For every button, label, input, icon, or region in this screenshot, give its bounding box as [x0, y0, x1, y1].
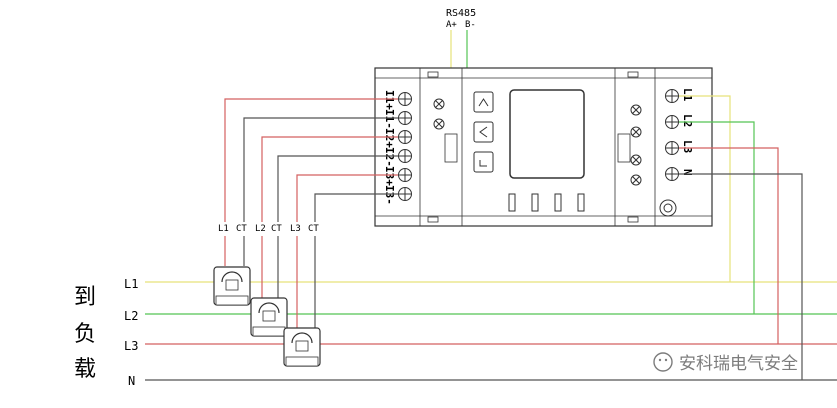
led-3	[554, 193, 562, 212]
ct-label-1: L1	[218, 224, 229, 234]
right-aux-screw-4	[630, 174, 642, 186]
terminal-screw-n	[665, 167, 679, 181]
wire-ct2-pos	[261, 136, 398, 222]
ct-label-3: L2	[255, 224, 266, 234]
load-char-1: 到	[74, 285, 96, 310]
rs485-b-label: B-	[465, 20, 476, 30]
meter-device	[374, 67, 713, 227]
wire-l2-voltage	[679, 121, 755, 314]
lcd-screen	[509, 89, 585, 179]
bus-label-n: N	[128, 374, 135, 388]
led-4	[577, 193, 585, 212]
left-terminal-block: I1+ I1- I2+ I2- I3+ I3-	[383, 90, 412, 205]
terminal-label-l3: L3	[681, 140, 694, 153]
terminal-screw-i2p	[398, 130, 412, 144]
right-aux-screw-2	[630, 126, 642, 138]
wire-ct2-neg	[277, 155, 398, 222]
enter-button[interactable]	[473, 151, 494, 173]
watermark: 安科瑞电气安全	[653, 352, 798, 374]
wire-ct3-pos	[296, 174, 398, 222]
terminal-label-i2n: I2-	[383, 147, 396, 167]
left-button[interactable]	[473, 121, 494, 143]
rs485-label: RS485	[446, 8, 476, 19]
bus-label-l3: L3	[124, 339, 138, 353]
ct-label-2: CT	[236, 224, 247, 234]
wire-l1-voltage	[679, 95, 731, 282]
wire-n-voltage	[679, 173, 803, 380]
rs485-screw-a	[433, 98, 445, 110]
wechat-icon	[653, 352, 673, 372]
wire-ct3-neg	[314, 193, 398, 222]
terminal-screw-l3	[665, 141, 679, 155]
right-aux-screw-3	[630, 154, 642, 166]
terminal-label-i1n: I1-	[383, 109, 396, 129]
wire-ct1-pos	[224, 98, 398, 222]
bus-label-l2: L2	[124, 309, 138, 323]
terminal-label-n: N	[681, 169, 694, 176]
wire-ct1-neg	[243, 117, 398, 222]
terminal-label-i3n: I3-	[383, 185, 396, 205]
right-terminal-block: L1 L2 L3 N	[665, 88, 694, 181]
right-aux-screw-1	[630, 104, 642, 116]
watermark-text: 安科瑞电气安全	[679, 354, 798, 374]
load-char-3: 载	[74, 357, 96, 382]
ct-label-6: CT	[308, 224, 319, 234]
current-transformer-2	[250, 297, 288, 337]
current-transformer-3	[283, 327, 321, 367]
terminal-label-i1p: I1+	[383, 90, 396, 110]
terminal-screw-i1n	[398, 111, 412, 125]
terminal-screw-l2	[665, 115, 679, 129]
terminal-label-l2: L2	[681, 114, 694, 127]
current-transformer-1	[213, 266, 251, 306]
terminal-screw-i3n	[398, 187, 412, 201]
up-button[interactable]	[473, 91, 494, 113]
terminal-label-i2p: I2+	[383, 128, 396, 148]
rs485-a-label: A+	[446, 20, 457, 30]
terminal-screw-l1	[665, 89, 679, 103]
wire-l3-voltage	[679, 147, 779, 344]
led-1	[508, 193, 516, 212]
rs485-screw-b	[433, 118, 445, 130]
terminal-label-l1: L1	[681, 88, 694, 102]
terminal-screw-i1p	[398, 92, 412, 106]
led-2	[531, 193, 539, 212]
load-char-2: 负	[74, 322, 96, 347]
bus-label-l1: L1	[124, 277, 138, 291]
ct-label-5: L3	[290, 224, 301, 234]
terminal-screw-i3p	[398, 168, 412, 182]
terminal-screw-i2n	[398, 149, 412, 163]
ct-label-4: CT	[271, 224, 282, 234]
terminal-label-i3p: I3+	[383, 166, 396, 186]
